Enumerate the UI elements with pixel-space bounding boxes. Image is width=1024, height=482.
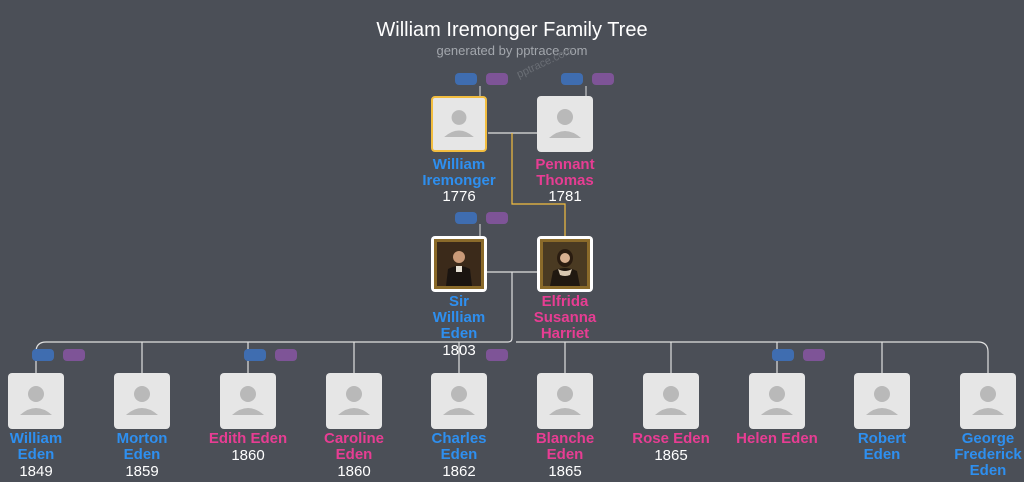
children-bus <box>35 272 989 373</box>
portrait-man-icon <box>434 239 484 289</box>
person-photo[interactable] <box>431 96 487 152</box>
person-photo[interactable] <box>854 373 910 429</box>
person-placeholder-icon <box>20 386 52 415</box>
person-placeholder-icon <box>866 386 898 415</box>
person-placeholder-icon <box>549 386 581 415</box>
person-photo[interactable] <box>537 236 593 292</box>
parents-button[interactable] <box>772 349 794 361</box>
person-placeholder-icon <box>655 386 687 415</box>
tree-subtitle: generated by pptrace.com <box>436 43 588 58</box>
parents-button[interactable] <box>455 212 477 224</box>
person-photo[interactable] <box>114 373 170 429</box>
partner-button[interactable] <box>486 73 508 85</box>
person-placeholder-icon <box>761 386 793 415</box>
person-year: 1849 <box>19 463 53 480</box>
parents-button[interactable] <box>32 349 54 361</box>
portrait-woman-icon <box>540 239 590 289</box>
person-year: 1865 <box>548 463 582 480</box>
person-placeholder-icon <box>232 386 264 415</box>
person-photo[interactable] <box>537 96 593 152</box>
person-name: Sir William Eden <box>432 293 486 342</box>
parents-button[interactable] <box>561 73 583 85</box>
person-year: 1776 <box>442 188 476 205</box>
partner-button[interactable] <box>803 349 825 361</box>
partner-button[interactable] <box>63 349 85 361</box>
person-name: Edith Eden <box>208 430 288 447</box>
person-placeholder-icon <box>338 386 370 415</box>
person-photo[interactable] <box>643 373 699 429</box>
person-year: 1803 <box>442 342 476 359</box>
person-year: 1860 <box>337 463 371 480</box>
person-placeholder-icon <box>443 386 475 415</box>
person-name: Elfrida Susanna Harriet <box>533 293 597 342</box>
descent-line-highlight <box>511 133 566 236</box>
person-name: Morton Eden <box>116 430 168 463</box>
person-name: Rose Eden <box>632 430 710 447</box>
partner-button[interactable] <box>592 73 614 85</box>
person-photo[interactable] <box>220 373 276 429</box>
person-name: Caroline Eden <box>323 430 384 463</box>
tree-title: William Iremonger Family Tree <box>376 19 648 41</box>
person-placeholder-icon <box>972 386 1004 415</box>
person-name: Pennant Thomas <box>535 156 595 189</box>
partner-button[interactable] <box>486 349 508 361</box>
parents-button[interactable] <box>244 349 266 361</box>
person-year: 1865 <box>654 447 688 464</box>
partner-button[interactable] <box>486 212 508 224</box>
person-photo[interactable] <box>431 236 487 292</box>
partner-button[interactable] <box>275 349 297 361</box>
person-year: 1862 <box>442 463 476 480</box>
person-photo[interactable] <box>749 373 805 429</box>
parents-button[interactable] <box>455 73 477 85</box>
person-photo[interactable] <box>326 373 382 429</box>
person-photo[interactable] <box>537 373 593 429</box>
person-name: Blanche Eden <box>535 430 595 463</box>
person-placeholder-icon <box>549 109 581 138</box>
person-name: Charles Eden <box>431 430 487 463</box>
person-year: 1781 <box>548 188 582 205</box>
person-placeholder-icon <box>444 110 474 137</box>
person-name: Helen Eden <box>736 430 818 447</box>
person-name: Robert Eden <box>857 430 907 463</box>
person-photo[interactable] <box>960 373 1016 429</box>
person-photo[interactable] <box>431 373 487 429</box>
person-name: William Eden <box>9 430 63 463</box>
person-placeholder-icon <box>126 386 158 415</box>
person-photo[interactable] <box>8 373 64 429</box>
person-name: William Iremonger <box>422 156 496 189</box>
person-name: George Frederick Eden <box>954 430 1022 479</box>
person-year: 1859 <box>125 463 159 480</box>
person-year: 1860 <box>231 447 265 464</box>
